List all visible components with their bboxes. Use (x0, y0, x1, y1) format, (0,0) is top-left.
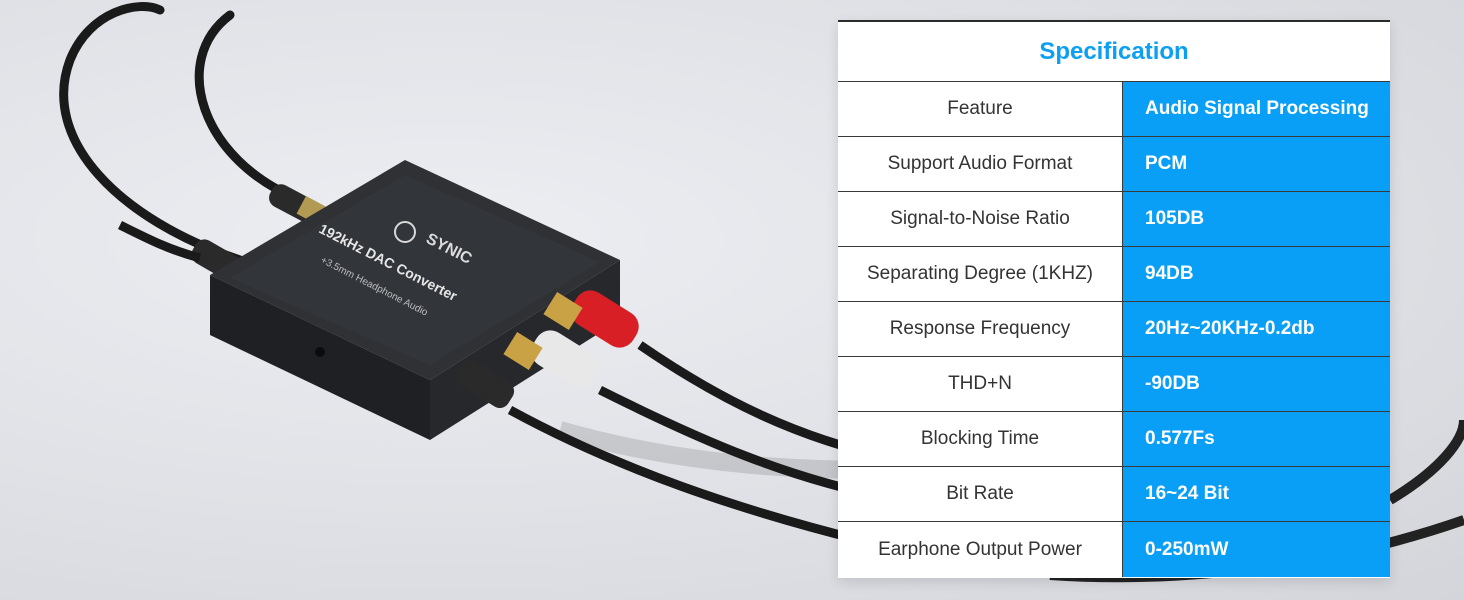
spec-label: Blocking Time (838, 412, 1123, 466)
spec-value: 105DB (1123, 192, 1390, 246)
specification-title: Specification (838, 22, 1390, 82)
spec-value: PCM (1123, 137, 1390, 191)
spec-row: Separating Degree (1KHZ)94DB (838, 247, 1390, 302)
spec-label: Earphone Output Power (838, 522, 1123, 577)
cable-loop-left (59, 2, 245, 265)
spec-label: Signal-to-Noise Ratio (838, 192, 1123, 246)
spec-value: 16~24 Bit (1123, 467, 1390, 521)
power-port (315, 347, 325, 357)
spec-value: 0-250mW (1123, 522, 1390, 577)
spec-value: -90DB (1123, 357, 1390, 411)
spec-value: 20Hz~20KHz-0.2db (1123, 302, 1390, 356)
spec-label: Separating Degree (1KHZ) (838, 247, 1123, 301)
cable-right-far (1387, 419, 1464, 505)
spec-label: Bit Rate (838, 467, 1123, 521)
headphone-plug (455, 360, 862, 545)
spec-value: 94DB (1123, 247, 1390, 301)
cable-loop-top (194, 10, 305, 205)
spec-label: THD+N (838, 357, 1123, 411)
spec-label: Support Audio Format (838, 137, 1123, 191)
spec-label: Feature (838, 82, 1123, 136)
spec-value: 0.577Fs (1123, 412, 1390, 466)
brand-logo-icon (394, 221, 416, 243)
spec-label: Response Frequency (838, 302, 1123, 356)
spec-value: Audio Signal Processing (1123, 82, 1390, 136)
spec-row: THD+N-90DB (838, 357, 1390, 412)
